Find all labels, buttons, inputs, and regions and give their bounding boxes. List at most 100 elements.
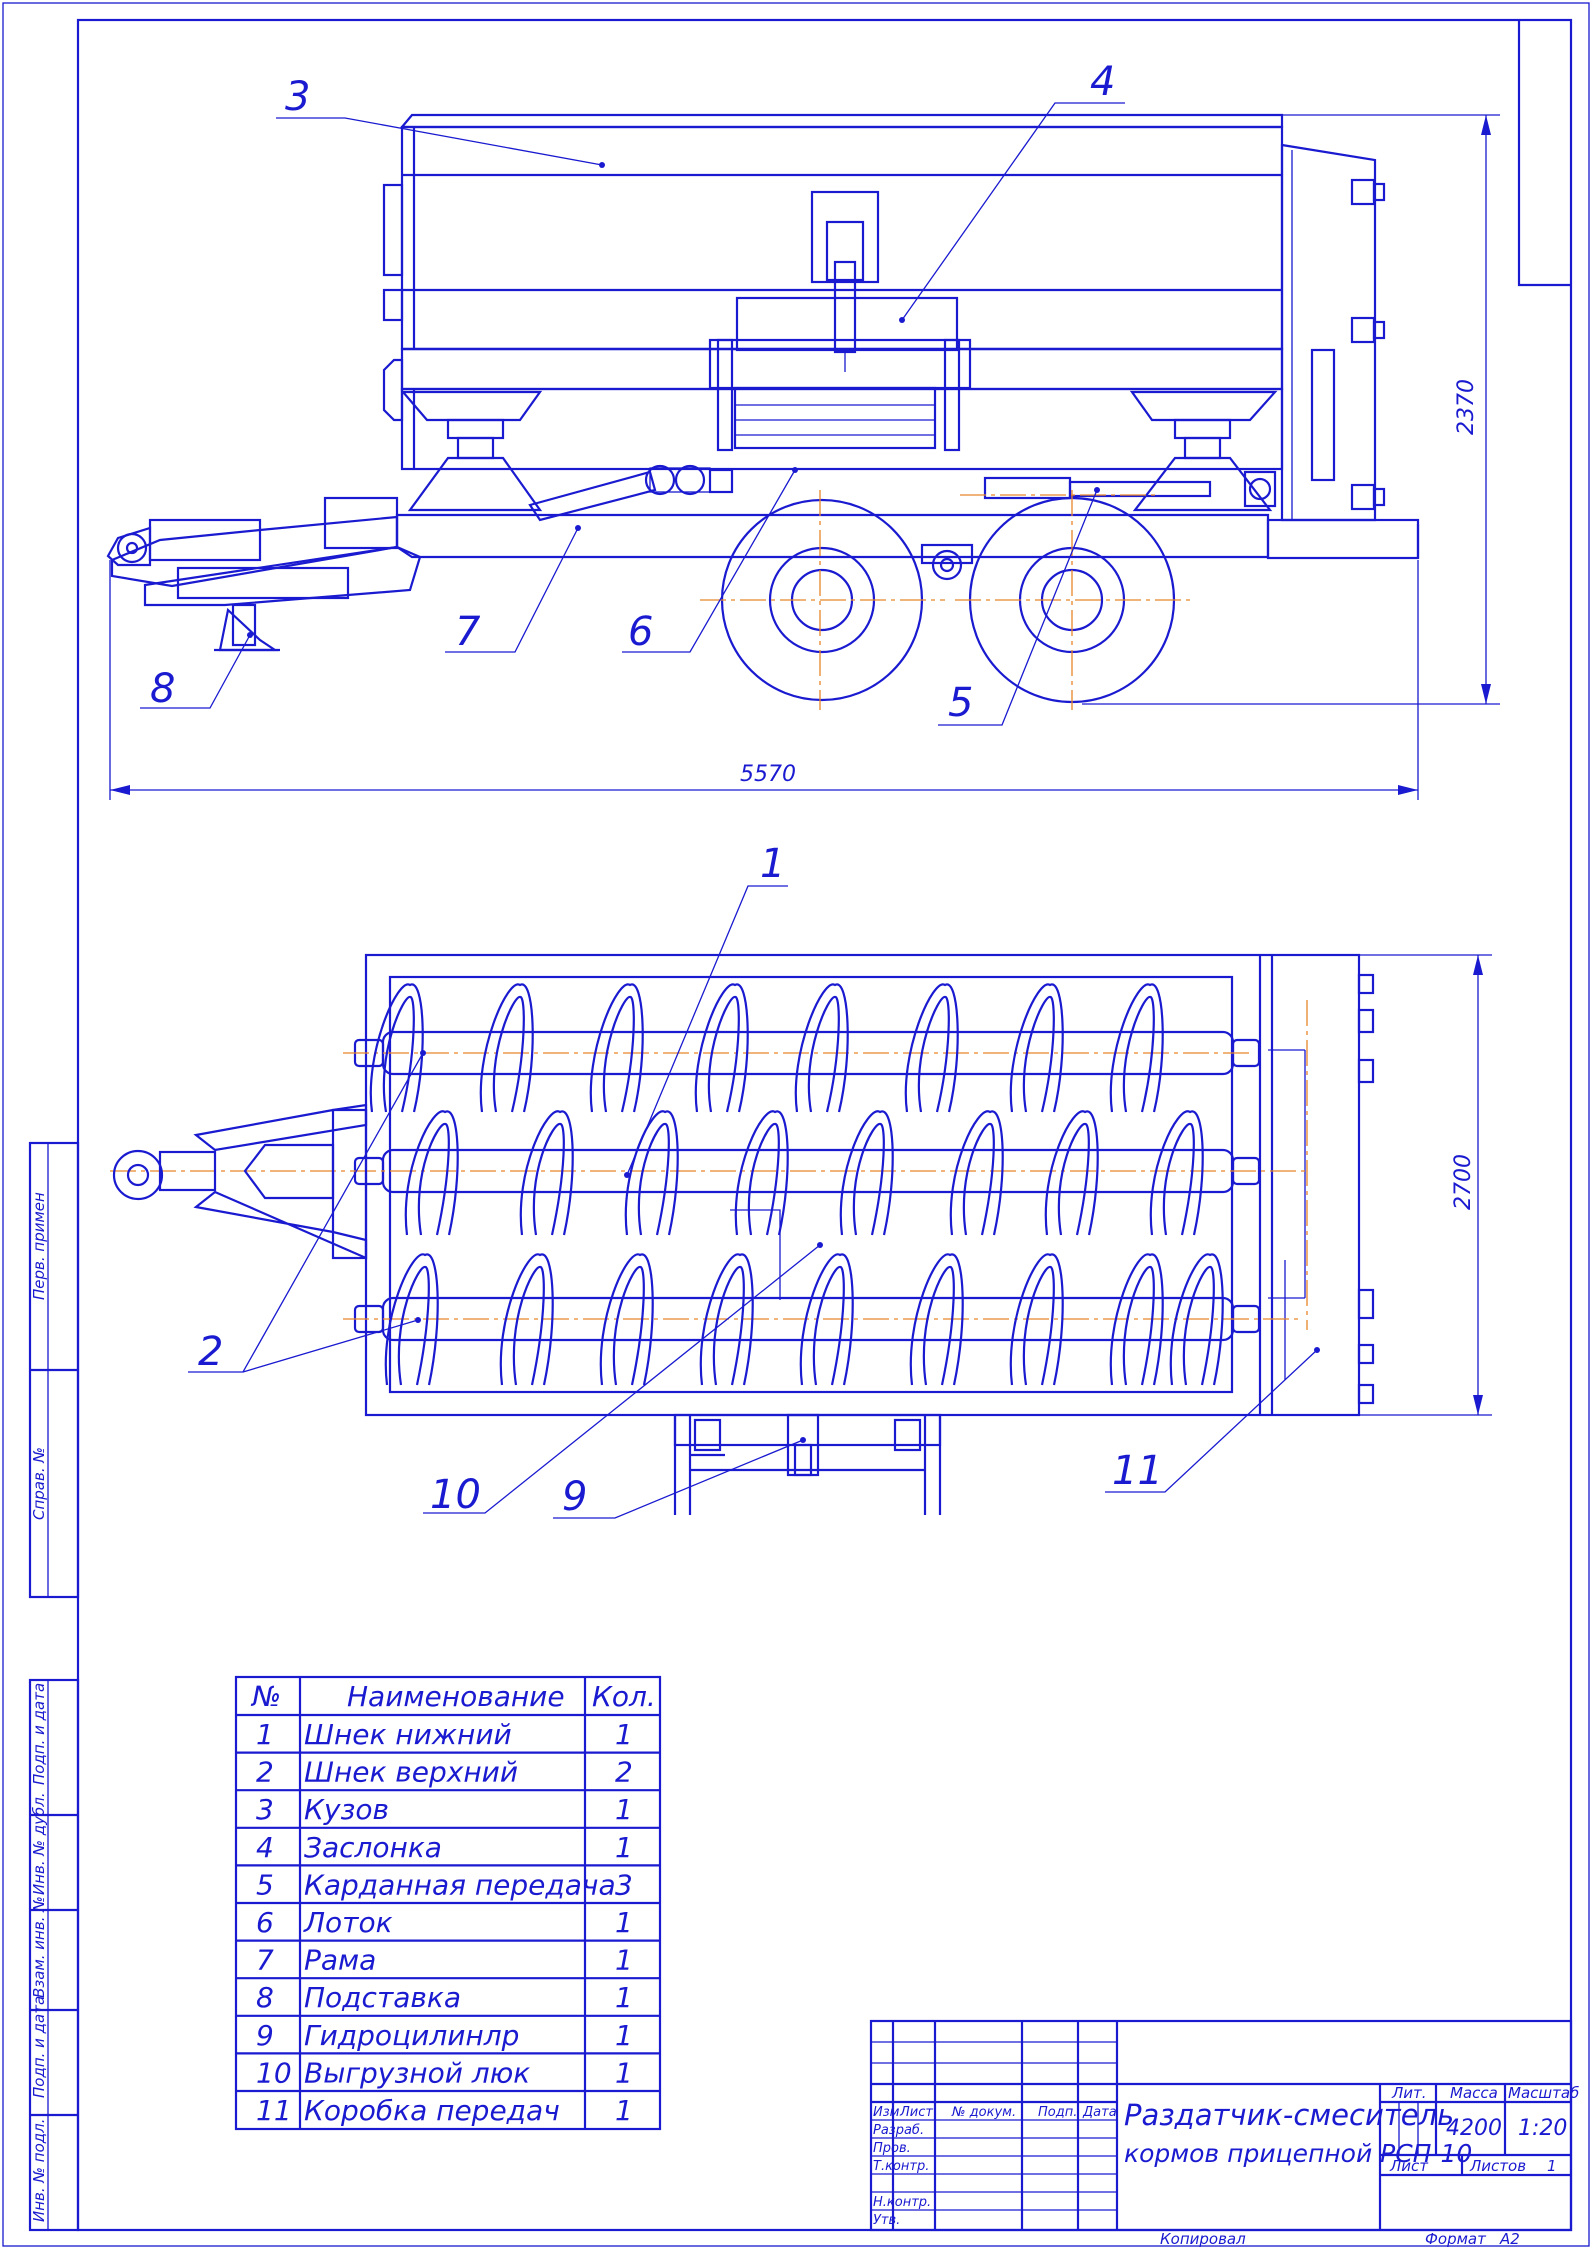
chassis-frame xyxy=(106,496,1270,652)
callout-7: 7 xyxy=(455,609,481,655)
title-role-checker: Пров. xyxy=(873,2141,911,2156)
sheets-label: Листов xyxy=(1469,2157,1526,2175)
unload-cylinder xyxy=(673,1413,942,1515)
top-view-callouts xyxy=(188,885,1320,1519)
spec-row-qty: 1 xyxy=(615,2094,633,2127)
callout-4: 4 xyxy=(1090,59,1115,105)
spec-row-num: 4 xyxy=(256,1831,274,1864)
auger-flights xyxy=(369,983,1224,1386)
footer-format-value: А2 xyxy=(1499,2230,1520,2248)
top-drawbar xyxy=(112,1103,368,1260)
spec-row-name: Шнек нижний xyxy=(304,1718,512,1751)
title-role-ncontrol: Н.контр. xyxy=(873,2195,931,2210)
side-view-dimensions xyxy=(109,114,1500,800)
title-role-tcontrol: Т.контр. xyxy=(873,2159,929,2174)
spec-row-num: 9 xyxy=(256,2019,274,2052)
spec-row-num: 7 xyxy=(256,1944,274,1977)
title-block xyxy=(869,2019,1573,2232)
spec-row-qty: 1 xyxy=(615,1906,633,1939)
spec-row-num: 2 xyxy=(256,1756,274,1789)
spec-row-num: 1 xyxy=(256,1718,274,1751)
callout-9: 9 xyxy=(562,1474,587,1520)
lit-label: Лит. xyxy=(1391,2084,1427,2102)
auger-flight xyxy=(1109,1253,1164,1386)
auger-flight xyxy=(384,1253,439,1386)
title-role-developer: Разраб. xyxy=(873,2123,924,2138)
footer-copied: Копировал xyxy=(1160,2230,1246,2248)
wheels xyxy=(700,490,1190,710)
dimension-height: 2370 xyxy=(1454,379,1479,435)
spec-row-num: 8 xyxy=(256,1981,274,2014)
side-stamp-label: Подп. и дата xyxy=(30,1683,48,1785)
spec-row-qty: 1 xyxy=(615,1718,633,1751)
spec-row-qty: 1 xyxy=(615,1831,633,1864)
gate-mechanism xyxy=(708,190,972,452)
auger-flight xyxy=(909,1253,964,1386)
auger-flight xyxy=(1149,1110,1204,1236)
auger-flight xyxy=(499,1253,554,1386)
dimension-length: 5570 xyxy=(740,762,796,787)
auger-flight xyxy=(1009,983,1064,1113)
auger-flight xyxy=(1044,1110,1099,1236)
callout-10: 10 xyxy=(430,1472,481,1518)
callout-3: 3 xyxy=(285,74,310,120)
spec-row-name: Рама xyxy=(304,1944,376,1977)
auger-flight xyxy=(479,983,534,1113)
auger-flight xyxy=(369,983,424,1113)
auger-shafts xyxy=(110,1000,1310,1342)
spec-row-qty: 3 xyxy=(615,1868,633,1901)
auger-flight xyxy=(1009,1253,1064,1386)
auger-flight xyxy=(624,1110,679,1236)
spec-header-num: № xyxy=(250,1680,281,1713)
spec-row-name: Заслонка xyxy=(304,1831,442,1864)
spec-row-name: Лоток xyxy=(303,1906,393,1939)
spec-row-qty: 1 xyxy=(615,1981,633,2014)
side-stamp-label: Справ. № xyxy=(30,1447,48,1520)
spec-row-num: 6 xyxy=(256,1906,274,1939)
side-stamp-label: Инв. № дубл. xyxy=(30,1792,48,1895)
drawing-title-line1: Раздатчик-смеситель xyxy=(1124,2098,1454,2132)
callout-6: 6 xyxy=(628,609,653,655)
spec-row-qty: 2 xyxy=(615,1756,633,1789)
spec-row-name: Выгрузной люк xyxy=(304,2056,530,2089)
side-stamp-label: Перв. примен xyxy=(30,1192,48,1300)
drawing-title-line2: кормов прицепной РСП-10 xyxy=(1124,2139,1472,2168)
mass-label: Масса xyxy=(1450,2084,1498,2102)
hopper-body xyxy=(382,113,1284,471)
mass-value: 4200 xyxy=(1446,2116,1502,2141)
callout-2: 2 xyxy=(198,1329,223,1375)
spec-row-num: 3 xyxy=(256,1793,274,1826)
title-col-list: Лист xyxy=(899,2105,933,2120)
spec-row-name: Карданная передача xyxy=(304,1868,616,1901)
auger-flight xyxy=(699,1253,754,1386)
spec-row-name: Кузов xyxy=(304,1793,389,1826)
title-col-izm: Изм xyxy=(873,2105,900,2120)
spec-row-name: Шнек верхний xyxy=(304,1756,518,1789)
spec-header-qty: Кол. xyxy=(592,1680,656,1713)
title-col-docnum: № докум. xyxy=(951,2105,1016,2120)
scale-value: 1:20 xyxy=(1518,2116,1567,2141)
auger-flight xyxy=(949,1110,1004,1236)
footer-format-label: Формат xyxy=(1425,2230,1487,2248)
spec-row-num: 5 xyxy=(256,1868,274,1901)
auger-flight xyxy=(1169,1253,1224,1386)
title-col-sign: Подп. xyxy=(1038,2105,1077,2120)
auger-flight xyxy=(904,983,959,1113)
sheets-value: 1 xyxy=(1547,2157,1557,2175)
top-view-dimension xyxy=(1359,954,1492,1416)
spec-row-name: Гидроцилинлр xyxy=(304,2019,519,2052)
auger-flight xyxy=(1109,983,1164,1113)
callout-5: 5 xyxy=(948,680,973,726)
auger-flight xyxy=(734,1110,789,1236)
spec-row-num: 10 xyxy=(256,2056,292,2089)
dimension-width: 2700 xyxy=(1451,1154,1476,1210)
funnels xyxy=(400,390,1278,512)
callout-1: 1 xyxy=(760,841,785,887)
title-role-approved: Утв. xyxy=(873,2213,900,2228)
auger-flight xyxy=(599,1253,654,1386)
auger-flight xyxy=(519,1110,574,1236)
top-view: 1 2 10 9 11 2700 xyxy=(110,841,1492,1520)
side-stamp-label: Взам. инв. № xyxy=(30,1896,48,1998)
